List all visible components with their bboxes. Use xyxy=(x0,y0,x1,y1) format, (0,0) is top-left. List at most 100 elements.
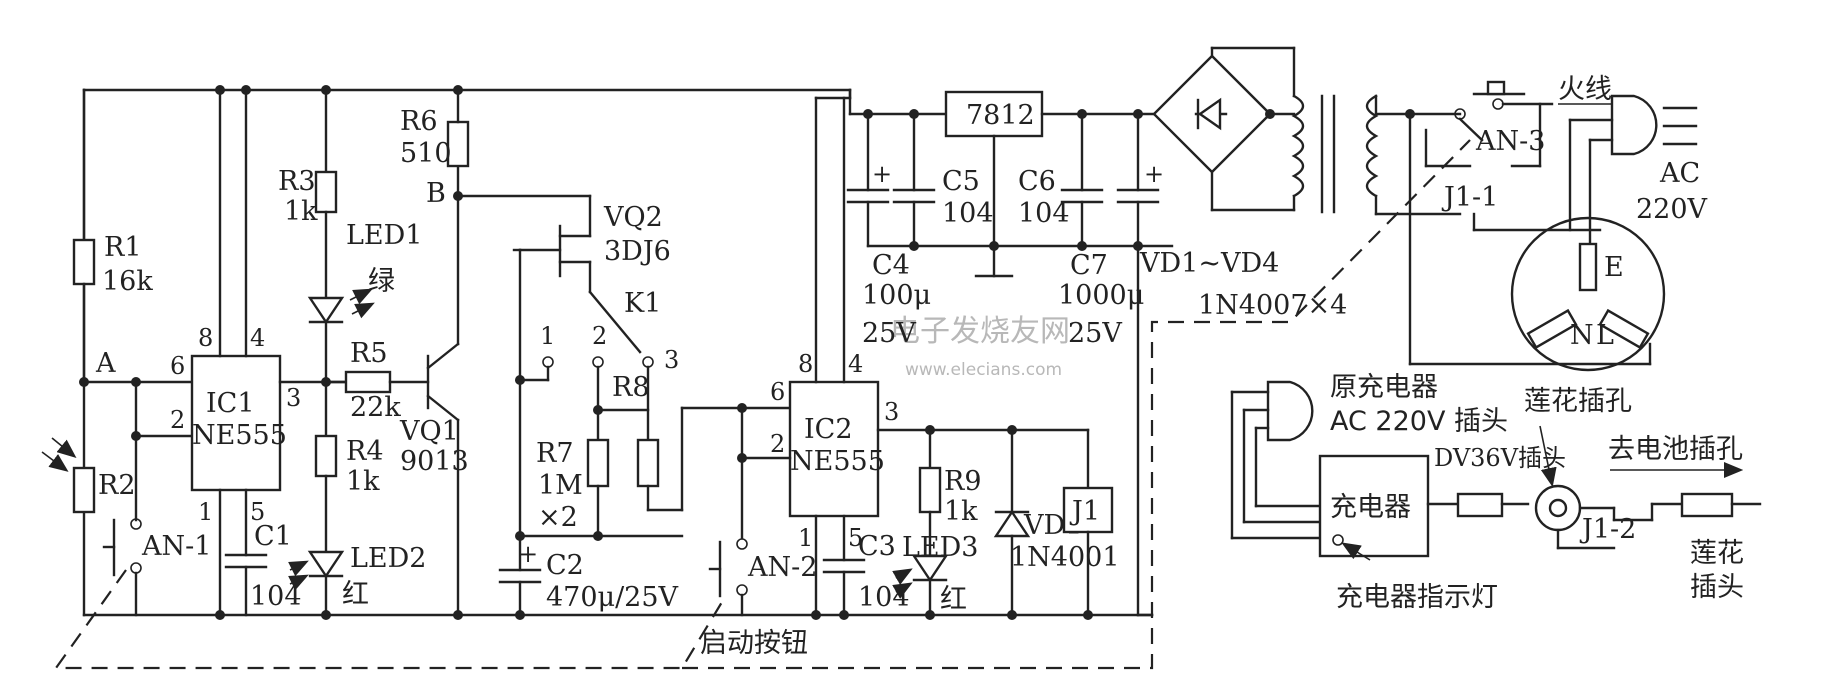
c2-value: 470μ/25V xyxy=(546,582,679,613)
power-supply: 7812 + C5 104 C4 100μ 25V C6 104 xyxy=(846,46,1462,617)
j1-1-label: J1-1 xyxy=(1441,182,1498,213)
socket-l: L xyxy=(1596,320,1614,351)
button-linkage: 启动按钮 xyxy=(53,139,1471,670)
c6-ref: C6 xyxy=(1018,166,1056,197)
c7-ref: C7 xyxy=(1070,250,1108,281)
ic1-pin4: 4 xyxy=(250,324,265,352)
mains-label-2: 220V xyxy=(1636,194,1708,225)
ic2-pin5: 5 xyxy=(848,524,863,552)
charger-side: 原充电器 AC 220V 插头 充电器 充电器指示灯 DV36V插头 莲花插孔 … xyxy=(1230,372,1762,613)
bridge-part: 1N4007×4 xyxy=(1198,290,1347,321)
c1-value: 104 xyxy=(250,581,302,612)
c6-value: 104 xyxy=(1018,198,1070,229)
led1-color: 绿 xyxy=(368,266,395,297)
socket-e: E xyxy=(1604,252,1624,283)
svg-text:+: + xyxy=(1144,160,1164,188)
an1-button[interactable]: AN-1 xyxy=(102,518,211,617)
r1-resistor: R1 16k xyxy=(72,88,153,384)
r7-qty: ×2 xyxy=(538,502,578,533)
led2-color: 红 xyxy=(342,579,369,610)
k1-pos1: 1 xyxy=(540,322,555,350)
mains-label-1: AC xyxy=(1659,158,1700,189)
ic1-name: IC1 xyxy=(206,388,255,419)
ic1-pin3: 3 xyxy=(286,384,301,412)
live-wire-label: 火线 xyxy=(1558,74,1612,105)
r3-value: 1k xyxy=(284,196,318,227)
vq2-ref: VQ2 xyxy=(603,202,663,233)
c4-ref: C4 xyxy=(872,250,910,281)
c7-value: 1000μ xyxy=(1058,280,1144,311)
socket-pin-n xyxy=(1526,308,1578,350)
vq2-part: 3DJ6 xyxy=(604,236,671,267)
to-battery-label: 去电池插孔 xyxy=(1608,434,1743,465)
node-b-label: B xyxy=(426,178,446,209)
ic2-part: NE555 xyxy=(790,446,885,477)
c5-value: 104 xyxy=(942,198,994,229)
led3-color: 红 xyxy=(940,584,967,615)
mains-side: AN-3 火线 J1-1 AC 220V E N L xyxy=(1405,74,1708,372)
ic2-name: IC2 xyxy=(804,414,853,445)
watermark-cn: 电子发烧友网 xyxy=(890,314,1070,349)
bridge-ref: VD1~VD4 xyxy=(1139,248,1279,279)
lotus-jack-label: 莲花插孔 xyxy=(1524,386,1632,417)
ic2-ne555: IC2 NE555 6 2 8 4 3 1 5 C3 104 xyxy=(737,88,1090,620)
relay-ref: J1 xyxy=(1069,496,1100,527)
ic2-pin1: 1 xyxy=(798,524,813,552)
r3-ref: R3 xyxy=(278,166,316,197)
c4-voltage: 25V xyxy=(862,318,916,349)
c7-voltage: 25V xyxy=(1068,318,1122,349)
svg-text:+: + xyxy=(872,160,892,188)
ic2-pin4: 4 xyxy=(848,350,863,378)
an2-button[interactable]: AN-2 xyxy=(708,538,817,617)
watermark: 电子发烧友网 www.elecians.com xyxy=(890,314,1070,380)
r4-value: 1k xyxy=(346,466,380,497)
lotus-plug-label-1: 莲花 xyxy=(1690,538,1744,569)
socket-pin-l xyxy=(1598,308,1650,350)
c3-ref: C3 xyxy=(858,531,896,562)
r1-value: 16k xyxy=(102,266,153,297)
socket-n: N xyxy=(1570,320,1594,351)
j1-2-label: J1-2 xyxy=(1579,514,1636,545)
indicator-label: 充电器指示灯 xyxy=(1336,582,1498,613)
start-button-label: 启动按钮 xyxy=(700,628,808,659)
r8-ref: R8 xyxy=(612,372,650,403)
ic2-pin6: 6 xyxy=(770,378,785,406)
ic1-pin5: 5 xyxy=(250,498,265,526)
r5-ref: R5 xyxy=(350,338,388,369)
lotus-plug-label-2: 插头 xyxy=(1690,572,1744,603)
c3-value: 104 xyxy=(858,582,910,613)
c5-ref: C5 xyxy=(942,166,980,197)
r9-ref: R9 xyxy=(944,466,982,497)
vq2-timing: VQ2 3DJ6 K1 1 2 3 R8 R7 1M ×2 + xyxy=(456,194,792,620)
r7-value: 1M xyxy=(538,470,583,501)
r4-ref: R4 xyxy=(346,436,384,467)
an1-label: AN-1 xyxy=(141,531,211,562)
c1-ref: C1 xyxy=(254,521,292,552)
orig-charger-label: 原充电器 xyxy=(1330,372,1438,403)
node-a: A xyxy=(79,348,194,522)
vd1-part: 1N4001 xyxy=(1010,542,1120,573)
an3-label: AN-3 xyxy=(1475,126,1545,157)
k1-ref: K1 xyxy=(624,288,661,319)
r5-value: 22k xyxy=(350,392,401,423)
c2-plus: + xyxy=(518,540,538,568)
ic2-pin8: 8 xyxy=(798,350,813,378)
r6-ref: R6 xyxy=(400,106,438,137)
c2-ref: C2 xyxy=(546,550,584,581)
r1-ref: R1 xyxy=(104,232,142,263)
ic2-pin2: 2 xyxy=(770,430,785,458)
r2-photoresistor: R2 xyxy=(41,437,136,514)
ic1-pin8: 8 xyxy=(198,324,213,352)
r2-ref: R2 xyxy=(98,470,136,501)
k1-pos3: 3 xyxy=(664,346,679,374)
watermark-url: www.elecians.com xyxy=(905,360,1062,380)
led-column: R3 1k LED1 绿 R4 1k LED2 红 xyxy=(278,85,426,620)
k1-pos2: 2 xyxy=(592,322,607,350)
node-a-label: A xyxy=(95,348,116,379)
output-stage: R9 1k LED3 红 VD1 1N4001 J1 xyxy=(892,425,1120,620)
led3-ref: LED3 xyxy=(902,532,978,563)
ic2-pin3: 3 xyxy=(884,398,899,426)
r6-value: 510 xyxy=(400,138,452,169)
ic1-part: NE555 xyxy=(192,420,287,451)
